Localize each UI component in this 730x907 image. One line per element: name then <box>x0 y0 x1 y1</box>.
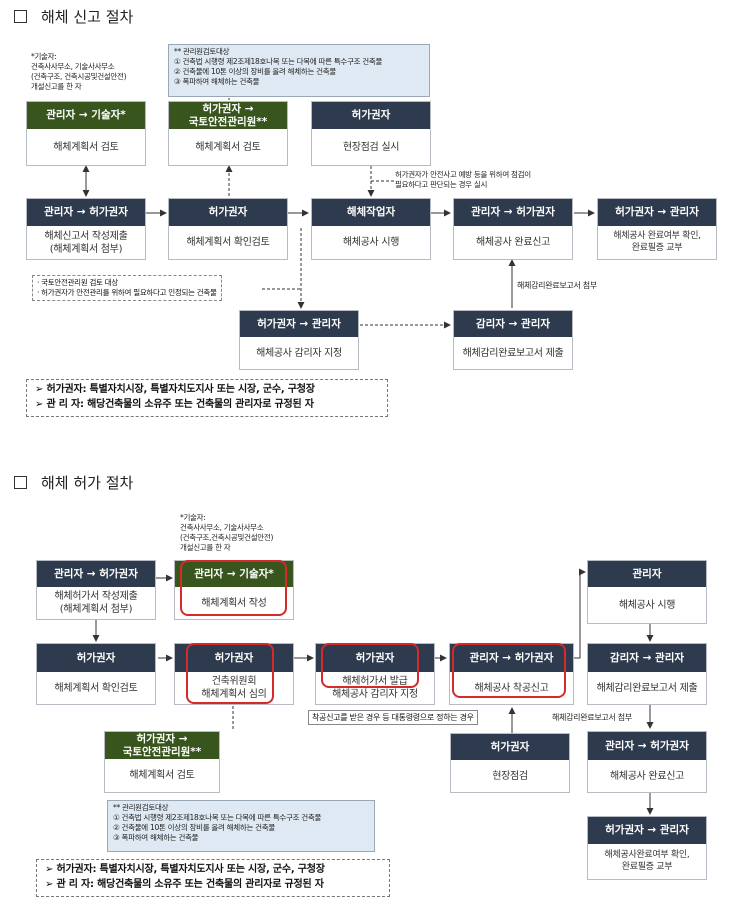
legend-box-1: ➢ 허가권자: 특별자치시장, 특별자치도지사 또는 시장, 군수, 구청장 ➢… <box>26 379 388 417</box>
node-manager-completion-report: 관리자 → 허가권자 해체공사 완료신고 <box>453 198 573 260</box>
engineer-note-2: *기술자: 건축사사무소, 기술사사무소 (건축구조,건축시공및건설안전) 개설… <box>180 513 274 553</box>
engineer-note: *기술자: 건축사사무소, 기술사사무소 (건축구조, 건축시공및건설안전) 개… <box>31 52 127 92</box>
highlight-permit <box>321 643 419 688</box>
checkbox-square-icon <box>14 476 27 489</box>
node2-authority-review: 허가권자 해체계획서 확인검토 <box>36 643 156 705</box>
node-authority-assign-supervisor: 허가권자 → 관리자 해체공사 감리자 지정 <box>239 310 359 370</box>
start-report-condition-note: 착공신고를 받은 경우 등 대통령령으로 정하는 경우 <box>308 710 478 725</box>
node2-manager-completion-report: 관리자 → 허가권자 해체공사 완료신고 <box>587 731 707 793</box>
node2-manager-start-report: 관리자 → 허가권자 해체공사 착공신고 <box>449 643 574 705</box>
node2-authority-site-check: 허가권자 현장점검 <box>450 733 570 793</box>
highlight-engineer-plan <box>180 560 287 616</box>
node-authority-review: 허가권자 해체계획서 확인검토 <box>168 198 288 260</box>
section1-title: 해체 신고 절차 <box>14 6 133 27</box>
node2-manager-to-authority: 관리자 → 허가권자 해체허가서 작성제출 (해체계획서 첨부) <box>36 560 156 620</box>
legend-box-2: ➢ 허가권자: 특별자치시장, 특별자치도지사 또는 시장, 군수, 구청장 ➢… <box>36 859 390 897</box>
highlight-committee <box>186 643 274 704</box>
supervisor-target-note: · 국토안전관리원 검토 대상 · 허가권자가 안전관리를 위하여 필요하다고 … <box>32 275 222 302</box>
report-attach-label-2: 해체감리완료보고서 첨부 <box>552 713 632 722</box>
node2-authority-to-kalis: 허가권자 → 국토안전관리원** 해체계획서 검토 <box>104 731 220 793</box>
review-target-note: ** 관리원검토대상 ① 건축법 시행령 제2조제18호나목 또는 다목에 따른… <box>168 44 430 97</box>
report-attach-label: 해체감리완료보고서 첨부 <box>517 281 597 290</box>
checkbox-square-icon <box>14 10 27 23</box>
review-target-note-2: ** 관리원검토대상 ① 건축법 시행령 제2조제18호나목 또는 다목에 따른… <box>107 800 375 852</box>
node-manager-to-authority-report: 관리자 → 허가권자 해체신고서 작성제출 (해체계획서 첨부) <box>26 198 146 260</box>
section2-title: 해체 허가 절차 <box>14 472 133 493</box>
node2-manager-execution: 관리자 해체공사 시행 <box>587 560 707 624</box>
node-manager-to-engineer: 관리자 → 기술자* 해체계획서 검토 <box>26 101 146 166</box>
safety-check-note: 허가권자가 안전사고 예방 등을 위하여 점검이 필요하다고 판단되는 경우 실… <box>395 170 531 190</box>
node2-supervisor-report: 감리자 → 관리자 해체감리완료보고서 제출 <box>587 643 707 705</box>
node-authority-to-kalis: 허가권자 → 국토안전관리원** 해체계획서 검토 <box>168 101 288 166</box>
node2-authority-completion-certificate: 허가권자 → 관리자 해체공사완료여부 확인, 완료필증 교부 <box>587 816 707 880</box>
node-authority-completion-certificate: 허가권자 → 관리자 해체공사 완료여부 확인, 완료필증 교부 <box>597 198 717 260</box>
node-authority-site-inspection: 허가권자 현장점검 실시 <box>311 101 431 166</box>
node2-authority-permit: 허가권자 해체허가서 발급 해체공사 감리자 지정 <box>315 643 435 705</box>
node-supervisor-report: 감리자 → 관리자 해체감리완료보고서 제출 <box>453 310 573 370</box>
node-demolition-worker: 해체작업자 해체공사 시행 <box>311 198 431 260</box>
node2-manager-to-engineer: 관리자 → 기술자* 해체계획서 작성 <box>174 560 294 620</box>
highlight-start-report <box>452 643 566 698</box>
